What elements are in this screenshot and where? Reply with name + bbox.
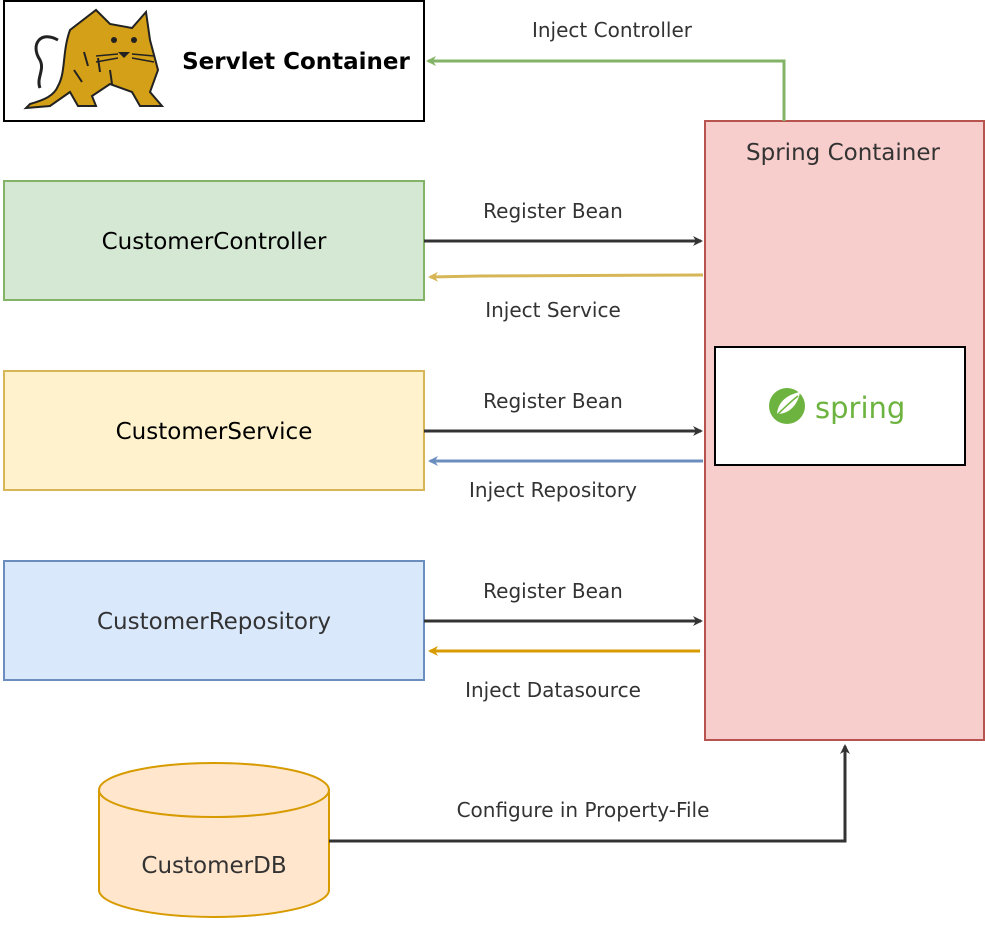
edge-label-inject-repository: Inject Repository	[469, 478, 637, 502]
customer-service-label: CustomerService	[116, 419, 313, 445]
spring-leaf-icon	[769, 388, 805, 424]
customer-controller-node: CustomerController	[3, 180, 425, 301]
edge-label-inject-controller: Inject Controller	[532, 18, 693, 42]
tomcat-icon	[23, 8, 165, 110]
customer-service-node: CustomerService	[3, 370, 425, 491]
edge-register-controller: Register Bean	[424, 199, 703, 246]
edge-inject-service: Inject Service	[428, 271, 704, 322]
servlet-container-node: Servlet Container	[3, 0, 425, 122]
customer-db-node: CustomerDB	[98, 762, 330, 918]
customer-repository-label: CustomerRepository	[97, 609, 331, 635]
edge-inject-datasource: Inject Datasource	[428, 646, 700, 702]
edge-register-repository: Register Bean	[424, 579, 703, 626]
edge-label-inject-service: Inject Service	[485, 298, 621, 322]
servlet-container-label: Servlet Container	[182, 49, 410, 75]
edge-register-service: Register Bean	[424, 389, 703, 436]
edge-configure-property-file: Configure in Property-File	[329, 744, 850, 843]
edge-label-inject-datasource: Inject Datasource	[465, 678, 641, 702]
customer-controller-label: CustomerController	[102, 229, 327, 255]
edge-label-register-controller: Register Bean	[483, 199, 623, 223]
edge-label-register-service: Register Bean	[483, 389, 623, 413]
edge-label-register-repository: Register Bean	[483, 579, 623, 603]
edge-inject-repository: Inject Repository	[428, 456, 703, 502]
spring-wordmark: spring	[815, 391, 905, 425]
spring-container-label: Spring Container	[746, 140, 940, 166]
spring-logo-box: spring	[714, 346, 966, 466]
edge-inject-controller: Inject Controller	[426, 18, 786, 121]
edge-label-configure-property-file: Configure in Property-File	[457, 798, 710, 822]
customer-repository-node: CustomerRepository	[3, 560, 425, 681]
customer-db-label: CustomerDB	[141, 853, 286, 879]
